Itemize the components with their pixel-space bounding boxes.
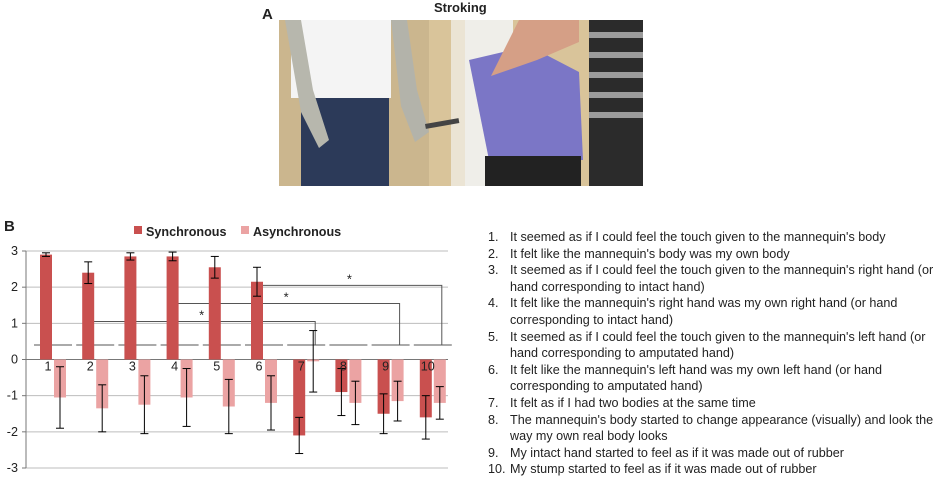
item-text: It seemed as if I could feel the touch g… (510, 263, 934, 294)
item-number: 5. (488, 329, 499, 344)
item-number: 2. (488, 246, 499, 261)
questionnaire-item: 1. It seemed as if I could feel the touch… (488, 229, 943, 246)
photo-door-frame (451, 20, 465, 186)
questionnaire-item: 7. It felt as if I had two bodies at the … (488, 395, 943, 412)
bar-asynchronous (96, 359, 109, 409)
y-tick-label: 0 (11, 353, 18, 367)
bar-asynchronous (433, 359, 446, 403)
legend-label-asynchronous: Asynchronous (253, 225, 341, 239)
x-tick-label: 3 (129, 360, 136, 374)
bar-synchronous (377, 359, 390, 414)
questionnaire-item: 4. It felt like the mannequin's right han… (488, 295, 943, 328)
item-text: My stump started to feel as if it was ma… (510, 462, 817, 477)
y-tick-label: -1 (7, 389, 18, 403)
item-text: It seemed as if I could feel the touch g… (510, 329, 926, 361)
questionnaire-item: 3. It seemed as if I could feel the touch… (488, 262, 943, 295)
questionnaire-item: 2. It felt like the mannequin's body was … (488, 246, 943, 263)
bar-synchronous (251, 281, 263, 360)
x-tick-labels: 1 2 3 4 5 6 7 8 9 10 (44, 360, 434, 374)
x-tick-label: 6 (255, 360, 262, 374)
x-tick-label: 7 (298, 360, 305, 374)
questionnaire-item: 5. It seemed as if I could feel the touch… (488, 329, 943, 362)
bar-synchronous (208, 267, 221, 360)
x-tick-label: 4 (171, 360, 178, 374)
legend-label-synchronous: Synchronous (146, 225, 226, 239)
bar-synchronous (40, 254, 52, 360)
item-number: 4. (488, 296, 499, 311)
item-number: 9. (488, 445, 499, 460)
item-number: 8. (488, 412, 499, 427)
y-axis: -3 -2 -1 0 1 2 3 (7, 244, 27, 475)
bar-synchronous (419, 359, 432, 418)
photo-person-trousers (485, 156, 581, 186)
item-number: 10. (488, 462, 506, 477)
item-text: It felt like the mannequin's right hand … (510, 296, 898, 327)
photo-person-hoodie (469, 46, 583, 160)
significance-bracket (172, 302, 401, 346)
questionnaire-item: 10. My stump started to feel as if it was… (488, 461, 943, 478)
y-tick-label: -3 (7, 461, 18, 475)
photo-mannequin-right-arm (391, 20, 429, 142)
item-text: The mannequin's body started to change a… (510, 412, 934, 444)
bar-synchronous (293, 359, 306, 436)
x-tick-label: 1 (44, 360, 51, 374)
x-tick-label: 10 (421, 360, 435, 374)
legend-swatch-synchronous (134, 226, 142, 234)
item-number: 1. (488, 230, 499, 244)
significance-label: * (347, 271, 352, 286)
item-text: My intact hand started to feel as if it … (510, 445, 844, 460)
questionnaire-item: 6. It felt like the mannequin's left hand… (488, 362, 943, 395)
significance-bracket (87, 321, 316, 346)
legend: Synchronous Asynchronous (134, 225, 341, 239)
bar-chart: Synchronous Asynchronous -3 -2 -1 0 1 2 3 * ** … (7, 225, 452, 475)
photo-stripes (589, 32, 643, 118)
stroking-photo (279, 20, 643, 186)
photo-person-arm (491, 20, 579, 76)
photo-striped-shirt (589, 20, 643, 186)
significance-label: * (284, 289, 289, 304)
error-bars (42, 251, 444, 455)
item-number: 7. (488, 395, 499, 410)
questionnaire-item: 8. The mannequin's body started to change… (488, 412, 943, 445)
legend-swatch-asynchronous (241, 226, 249, 234)
bar-asynchronous (391, 359, 404, 402)
significance-brackets: * * * (87, 271, 443, 346)
x-tick-label: 5 (213, 360, 220, 374)
questionnaire-item: 9. My intact hand started to feel as if i… (488, 445, 943, 462)
photo-brush (425, 118, 460, 129)
questionnaire-items: 1. It seemed as if I could feel the touch… (488, 229, 943, 478)
y-tick-label: 3 (11, 244, 18, 258)
bar-synchronous (82, 272, 95, 360)
y-tick-label: 2 (11, 280, 18, 294)
photo-title: Stroking (434, 0, 487, 15)
item-text: It felt like the mannequin's body was my… (510, 246, 790, 261)
bar-synchronous (124, 256, 137, 360)
x-tick-label: 8 (340, 360, 347, 374)
significance-label: * (199, 308, 204, 323)
panel-b-letter: B (4, 218, 15, 235)
panel-a-letter: A (262, 6, 273, 23)
x-tick-label: 2 (87, 360, 94, 374)
item-text: It seemed as if I could feel the touch g… (510, 230, 886, 244)
x-tick-label: 9 (382, 360, 389, 374)
item-number: 6. (488, 362, 499, 377)
y-tick-label: -2 (7, 425, 18, 439)
item-text: It felt like the mannequin's left hand w… (510, 362, 883, 394)
y-tick-label: 1 (11, 316, 18, 330)
item-number: 3. (488, 263, 499, 278)
photo-mannequin-left-arm (285, 20, 329, 148)
bar-synchronous (166, 256, 179, 360)
item-text: It felt as if I had two bodies at the sa… (510, 395, 756, 410)
